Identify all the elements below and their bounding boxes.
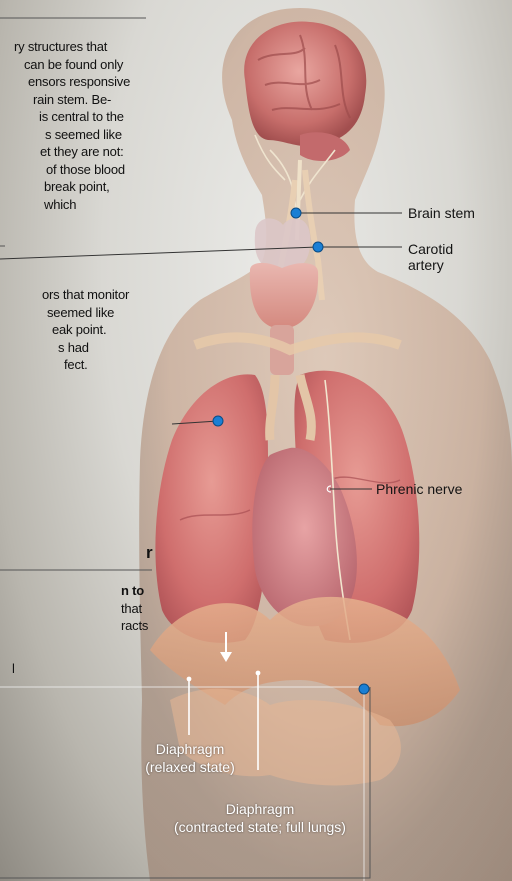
marker-diaphragm-contracted bbox=[256, 671, 261, 676]
marker-brain-stem bbox=[291, 208, 301, 218]
text-line: et they are not: bbox=[0, 143, 140, 161]
thyroid bbox=[255, 218, 310, 270]
text-line: ensors responsive bbox=[0, 73, 140, 91]
text-line: seemed like bbox=[0, 304, 140, 322]
label-line: (relaxed state) bbox=[130, 758, 250, 776]
text-block-2: ors that monitor seemed like eak point. … bbox=[0, 286, 140, 374]
text-line: rain stem. Be- bbox=[0, 91, 140, 109]
marker-lung bbox=[213, 416, 223, 426]
section-heading: r bbox=[146, 544, 152, 562]
text-line: is central to the bbox=[0, 108, 140, 126]
text-line: can be found only bbox=[0, 56, 140, 74]
text-line: break point, which bbox=[0, 178, 140, 213]
text-line: eak point. bbox=[0, 321, 140, 339]
label-carotid-artery: Carotid artery bbox=[408, 241, 453, 273]
text-line: racts bbox=[0, 617, 150, 635]
text-line: of those blood bbox=[0, 161, 140, 179]
text-line: fect. bbox=[0, 356, 140, 374]
text-line: s seemed like bbox=[0, 126, 140, 144]
label-line: Carotid bbox=[408, 241, 453, 257]
label-brain-stem: Brain stem bbox=[408, 205, 475, 221]
text-line: ors that monitor bbox=[0, 286, 140, 304]
marker-diaphragm bbox=[359, 684, 369, 694]
marker-carotid-artery bbox=[313, 242, 323, 252]
text-block-1: ry structures that can be found only ens… bbox=[0, 38, 140, 213]
text-line: n to bbox=[0, 582, 150, 600]
label-line: (contracted state; full lungs) bbox=[160, 818, 360, 836]
label-line: Diaphragm bbox=[130, 740, 250, 758]
text-block-3: n to that racts bbox=[0, 582, 150, 635]
stray-char: l bbox=[12, 660, 15, 678]
label-line: artery bbox=[408, 257, 453, 273]
label-diaphragm-relaxed: Diaphragm (relaxed state) bbox=[130, 740, 250, 776]
label-line: Diaphragm bbox=[160, 800, 360, 818]
text-line: s had bbox=[0, 339, 140, 357]
text-line: that bbox=[0, 600, 150, 618]
text-line: ry structures that bbox=[0, 38, 140, 56]
label-phrenic-nerve: Phrenic nerve bbox=[376, 481, 462, 497]
label-diaphragm-contracted: Diaphragm (contracted state; full lungs) bbox=[160, 800, 360, 836]
marker-diaphragm-relaxed bbox=[187, 677, 192, 682]
